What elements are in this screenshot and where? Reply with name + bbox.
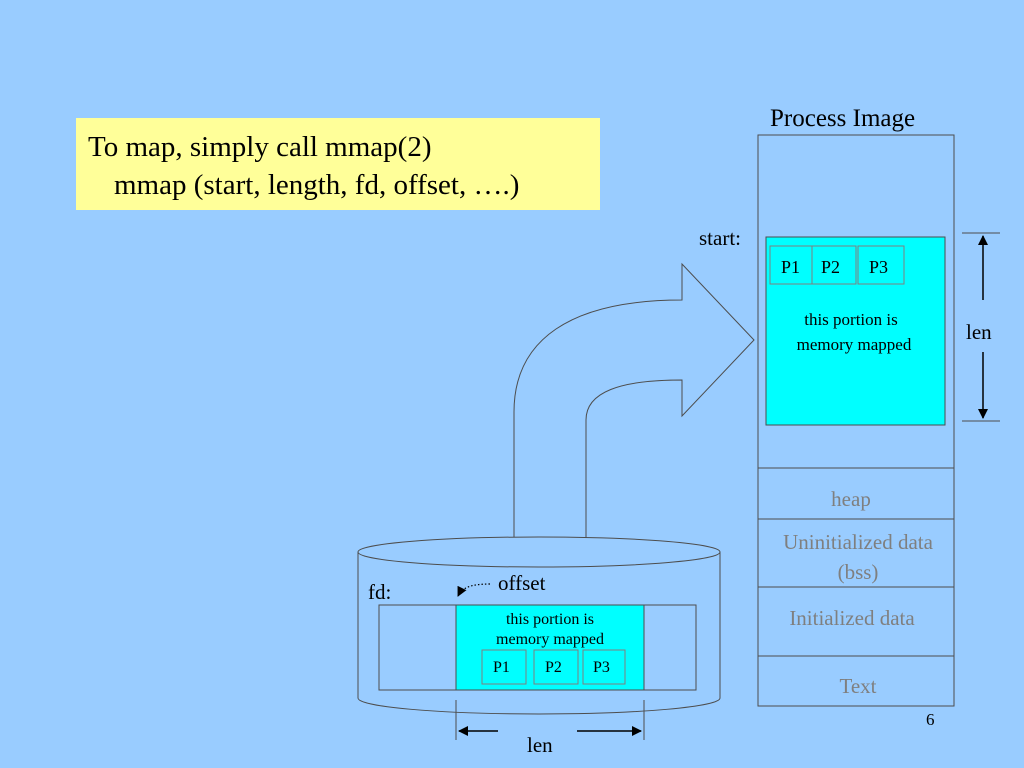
file-page-label-p2: P2 [545, 659, 562, 676]
segment-bss-label-1: Uninitialized data [783, 530, 933, 554]
start-label: start: [699, 226, 741, 250]
file-len-label: len [527, 733, 553, 757]
page-number: 6 [926, 710, 935, 729]
process-mapped-text-2: memory mapped [796, 335, 912, 354]
process-len-label: len [966, 320, 992, 344]
process-image-box [757, 134, 955, 707]
fd-label: fd: [368, 580, 392, 604]
callout-line-1: To map, simply call mmap(2) [88, 131, 432, 163]
segment-text-label: Text [839, 674, 877, 698]
mmap-callout: To map, simply call mmap(2) mmap (start,… [76, 118, 600, 210]
file-page-box-p2 [533, 649, 579, 685]
page-label-p3: P3 [869, 257, 889, 277]
file-page-label-p1: P1 [493, 659, 510, 676]
segment-initialized-label: Initialized data [789, 606, 915, 630]
page-box-p1 [769, 245, 815, 285]
callout-line-2: mmap (start, length, fd, offset, ….) [114, 169, 520, 201]
file-mapped-text-1: this portion is [505, 611, 594, 628]
page-box-p3 [857, 245, 905, 285]
file-mapped-text-2: memory mapped [496, 631, 604, 648]
offset-label: offset [498, 571, 546, 595]
file-page-box-p1 [481, 649, 527, 685]
page-label-p2: P2 [821, 257, 841, 277]
process-image-title: Process Image [770, 105, 916, 132]
page-label-p1: P1 [781, 257, 801, 277]
page-box-p2 [811, 245, 857, 285]
segment-heap-label: heap [831, 487, 871, 511]
segment-bss-label-2: (bss) [837, 560, 879, 584]
process-mapped-text-1: this portion is [804, 310, 898, 329]
file-page-label-p3: P3 [593, 659, 610, 676]
file-page-box-p3 [582, 649, 626, 685]
curved-arrow-icon [513, 262, 755, 539]
dotted-arrow-icon [457, 583, 491, 597]
